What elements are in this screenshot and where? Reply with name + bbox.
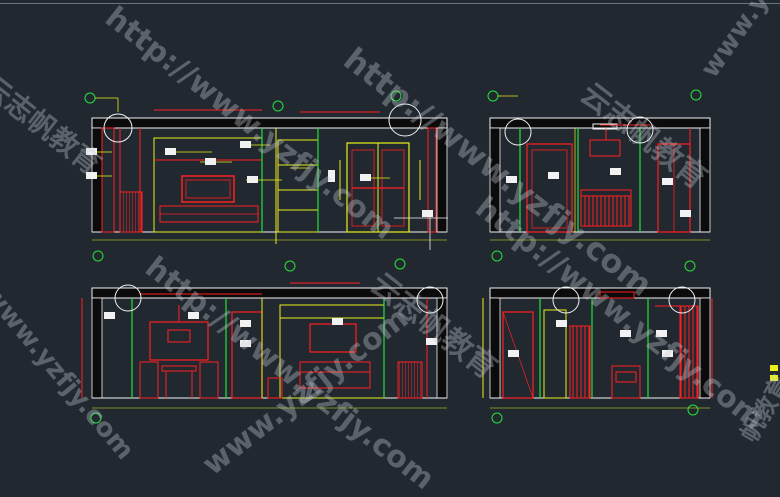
dining-chair [139,361,159,399]
elevation-bottom-left[interactable] [81,250,448,424]
right-wall-section [436,297,448,399]
right-wall-section [436,127,448,233]
material-tag [610,168,621,175]
layer-indicator [770,365,778,371]
material-tag [328,170,335,182]
detail-callout-circle [668,286,696,314]
section-marker [394,258,406,270]
television [181,175,235,203]
material-tag [240,141,251,148]
dining-chair [199,361,219,399]
chair-cushion [615,371,637,383]
material-tag [656,330,667,337]
detail-callout-circle [552,286,580,314]
left-wall-section [91,297,103,399]
ceiling-light [599,291,635,299]
section-marker [491,412,503,424]
wall-panel [543,309,567,399]
chair [119,191,143,233]
material-tag [680,210,691,217]
wall-painting [149,321,209,361]
section-marker [487,90,499,102]
material-tag [548,172,559,179]
cad-drawing-sheet [81,89,778,424]
pendant-lamp [589,139,621,157]
section-marker [687,404,699,416]
material-tag [662,178,673,185]
door-frame [526,143,573,233]
material-tag [86,148,97,155]
detail-callout-circle [388,103,422,137]
material-tag [360,174,371,181]
section-marker [684,260,696,272]
material-tag [556,320,567,327]
viewport-top-border [0,3,780,4]
elevation-top-right[interactable] [487,89,711,241]
ceiling-slab [91,287,448,299]
wall-column [427,127,437,233]
material-tag [240,340,251,347]
detail-callout-circle [114,284,142,312]
material-tag [240,320,251,327]
material-tag [104,312,115,319]
wall-column [101,127,115,233]
material-tag [426,338,437,345]
material-tag [86,172,97,179]
material-tag [508,350,519,357]
lamp-base [592,123,618,130]
right-wall-section [699,297,711,399]
material-tag [247,176,258,183]
section-marker [92,250,104,262]
armchair [397,361,423,399]
section-marker [690,89,702,101]
ceiling-slab [489,117,711,129]
section-marker [84,92,96,104]
side-table [267,377,283,399]
left-wall-section [489,127,501,233]
right-wall-section [699,127,711,233]
detail-callout-circle [103,113,133,143]
left-wall-section [489,297,501,399]
material-tag [662,350,673,357]
layer-indicator [770,375,778,381]
bed-headboard [580,195,632,227]
bed-headboard [569,325,591,399]
section-marker [491,250,503,262]
section-marker [272,100,284,112]
section-marker [390,90,402,102]
elevation-top-left[interactable] [84,90,448,250]
dining-table-top [161,365,197,372]
left-wall-section [91,127,103,233]
door-leaf [531,149,568,229]
material-tag [422,210,433,217]
section-marker [90,412,102,424]
sofa [299,361,371,389]
material-tag [332,318,343,325]
material-tag [205,158,216,165]
material-tag [620,330,631,337]
bed-rail [580,189,632,197]
elevation-bottom-right[interactable] [482,250,713,424]
door-frame [502,311,534,399]
ceiling-slab [91,117,448,129]
material-tag [188,312,199,319]
detail-callout-circle [416,286,444,314]
material-tag [506,176,517,183]
pendant-lamp [167,329,191,343]
material-tag [165,148,176,155]
shelf-panel [277,139,319,233]
detail-callout-circle [626,116,654,144]
tv-screen [185,179,231,199]
curtain [679,305,699,399]
wall-art [309,323,357,353]
section-marker [284,260,296,272]
detail-callout-circle [504,118,532,146]
armchair [611,365,641,399]
